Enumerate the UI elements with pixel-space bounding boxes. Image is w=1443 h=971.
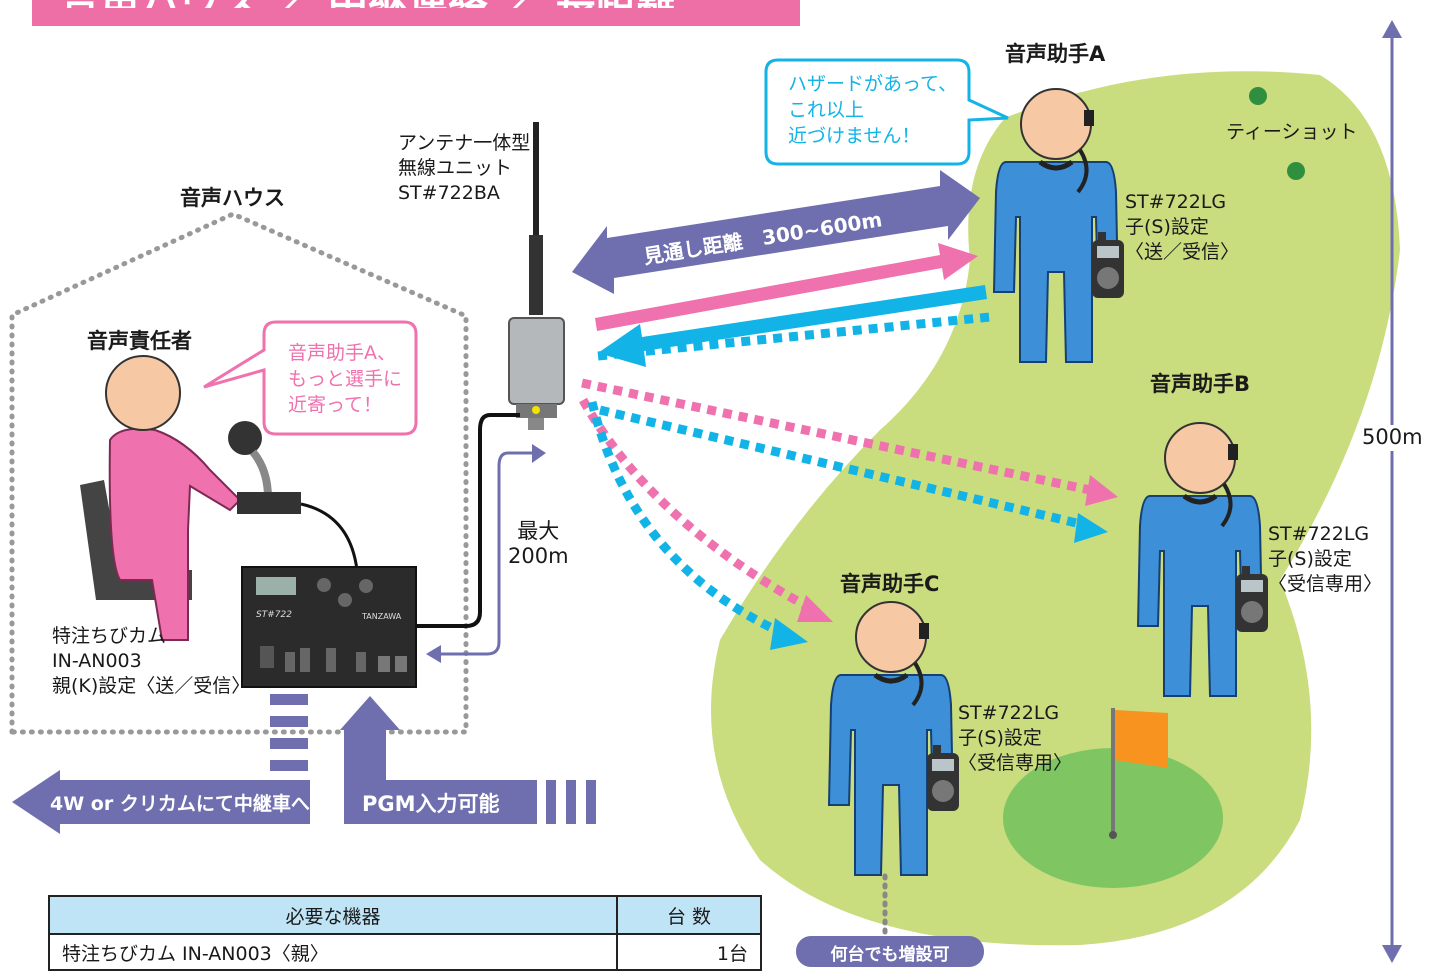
house-label: 音声ハウス (180, 186, 285, 210)
relay-arrow (12, 770, 310, 834)
quantity-header: 台 数 (616, 895, 762, 935)
pgm-arrow (340, 696, 537, 824)
director-label: 音声責任者 (87, 329, 192, 353)
assistant-b-device: ST#722LG 子(S)設定 〈受信専用〉 (1268, 523, 1383, 595)
house-outline (9, 211, 469, 735)
console-model: ST#722 (256, 610, 292, 620)
director-speech-bubble (203, 320, 418, 436)
assistant-c-device: ST#722LG 子(S)設定 〈受信専用〉 (958, 702, 1073, 774)
antenna-unit (508, 317, 565, 405)
console-brand: TANZAWA (362, 612, 402, 621)
assistant-a-device: ST#722LG 子(S)設定 〈送／受信〉 (1125, 191, 1240, 263)
table-row: 特注ちびカム IN-AN003〈親〉 1台 (48, 933, 762, 971)
page-title: 音声ハウス ／ 中継連絡 ／ 長距離 (60, 0, 780, 8)
assistant-a-speech-bubble (764, 58, 1009, 166)
relay-label: 4W or クリカムにて中継車へ (50, 793, 310, 815)
director-speech: 音声助手A、 もっと選手に 近寄って！ (288, 342, 403, 416)
pgm-label: PGM入力可能 (362, 792, 500, 816)
equipment-header: 必要な機器 (48, 895, 618, 935)
antenna-label: アンテナ一体型 無線ユニット ST#722BA (398, 132, 531, 204)
assistant-a-speech: ハザードがあって、 これ以上 近づけません！ (788, 73, 958, 147)
assistant-a-name: 音声助手A (1005, 42, 1106, 66)
tee-shot-label: ティーショット (1226, 121, 1358, 143)
expand-badge (796, 936, 984, 967)
equipment-item: 特注ちびカム IN-AN003〈親〉 (48, 933, 618, 971)
distance-label: 500m (1362, 425, 1423, 449)
cable-length-label: 最大 200m (508, 519, 569, 568)
equipment-table: 必要な機器 台 数 特注ちびカム IN-AN003〈親〉 1台 (48, 895, 762, 971)
equipment-count: 1台 (616, 933, 762, 971)
director-figure (108, 427, 242, 641)
assistant-c-name: 音声助手C (840, 572, 940, 596)
assistant-b-name: 音声助手B (1150, 372, 1251, 396)
line-of-sight-arrow (572, 170, 980, 294)
title-banner (32, 0, 800, 26)
expand-badge-label: 何台でも増設可 (830, 945, 950, 965)
director-device-label: 特注ちびカム IN-AN003 親(K)設定〈送／受信〉 (52, 625, 251, 697)
